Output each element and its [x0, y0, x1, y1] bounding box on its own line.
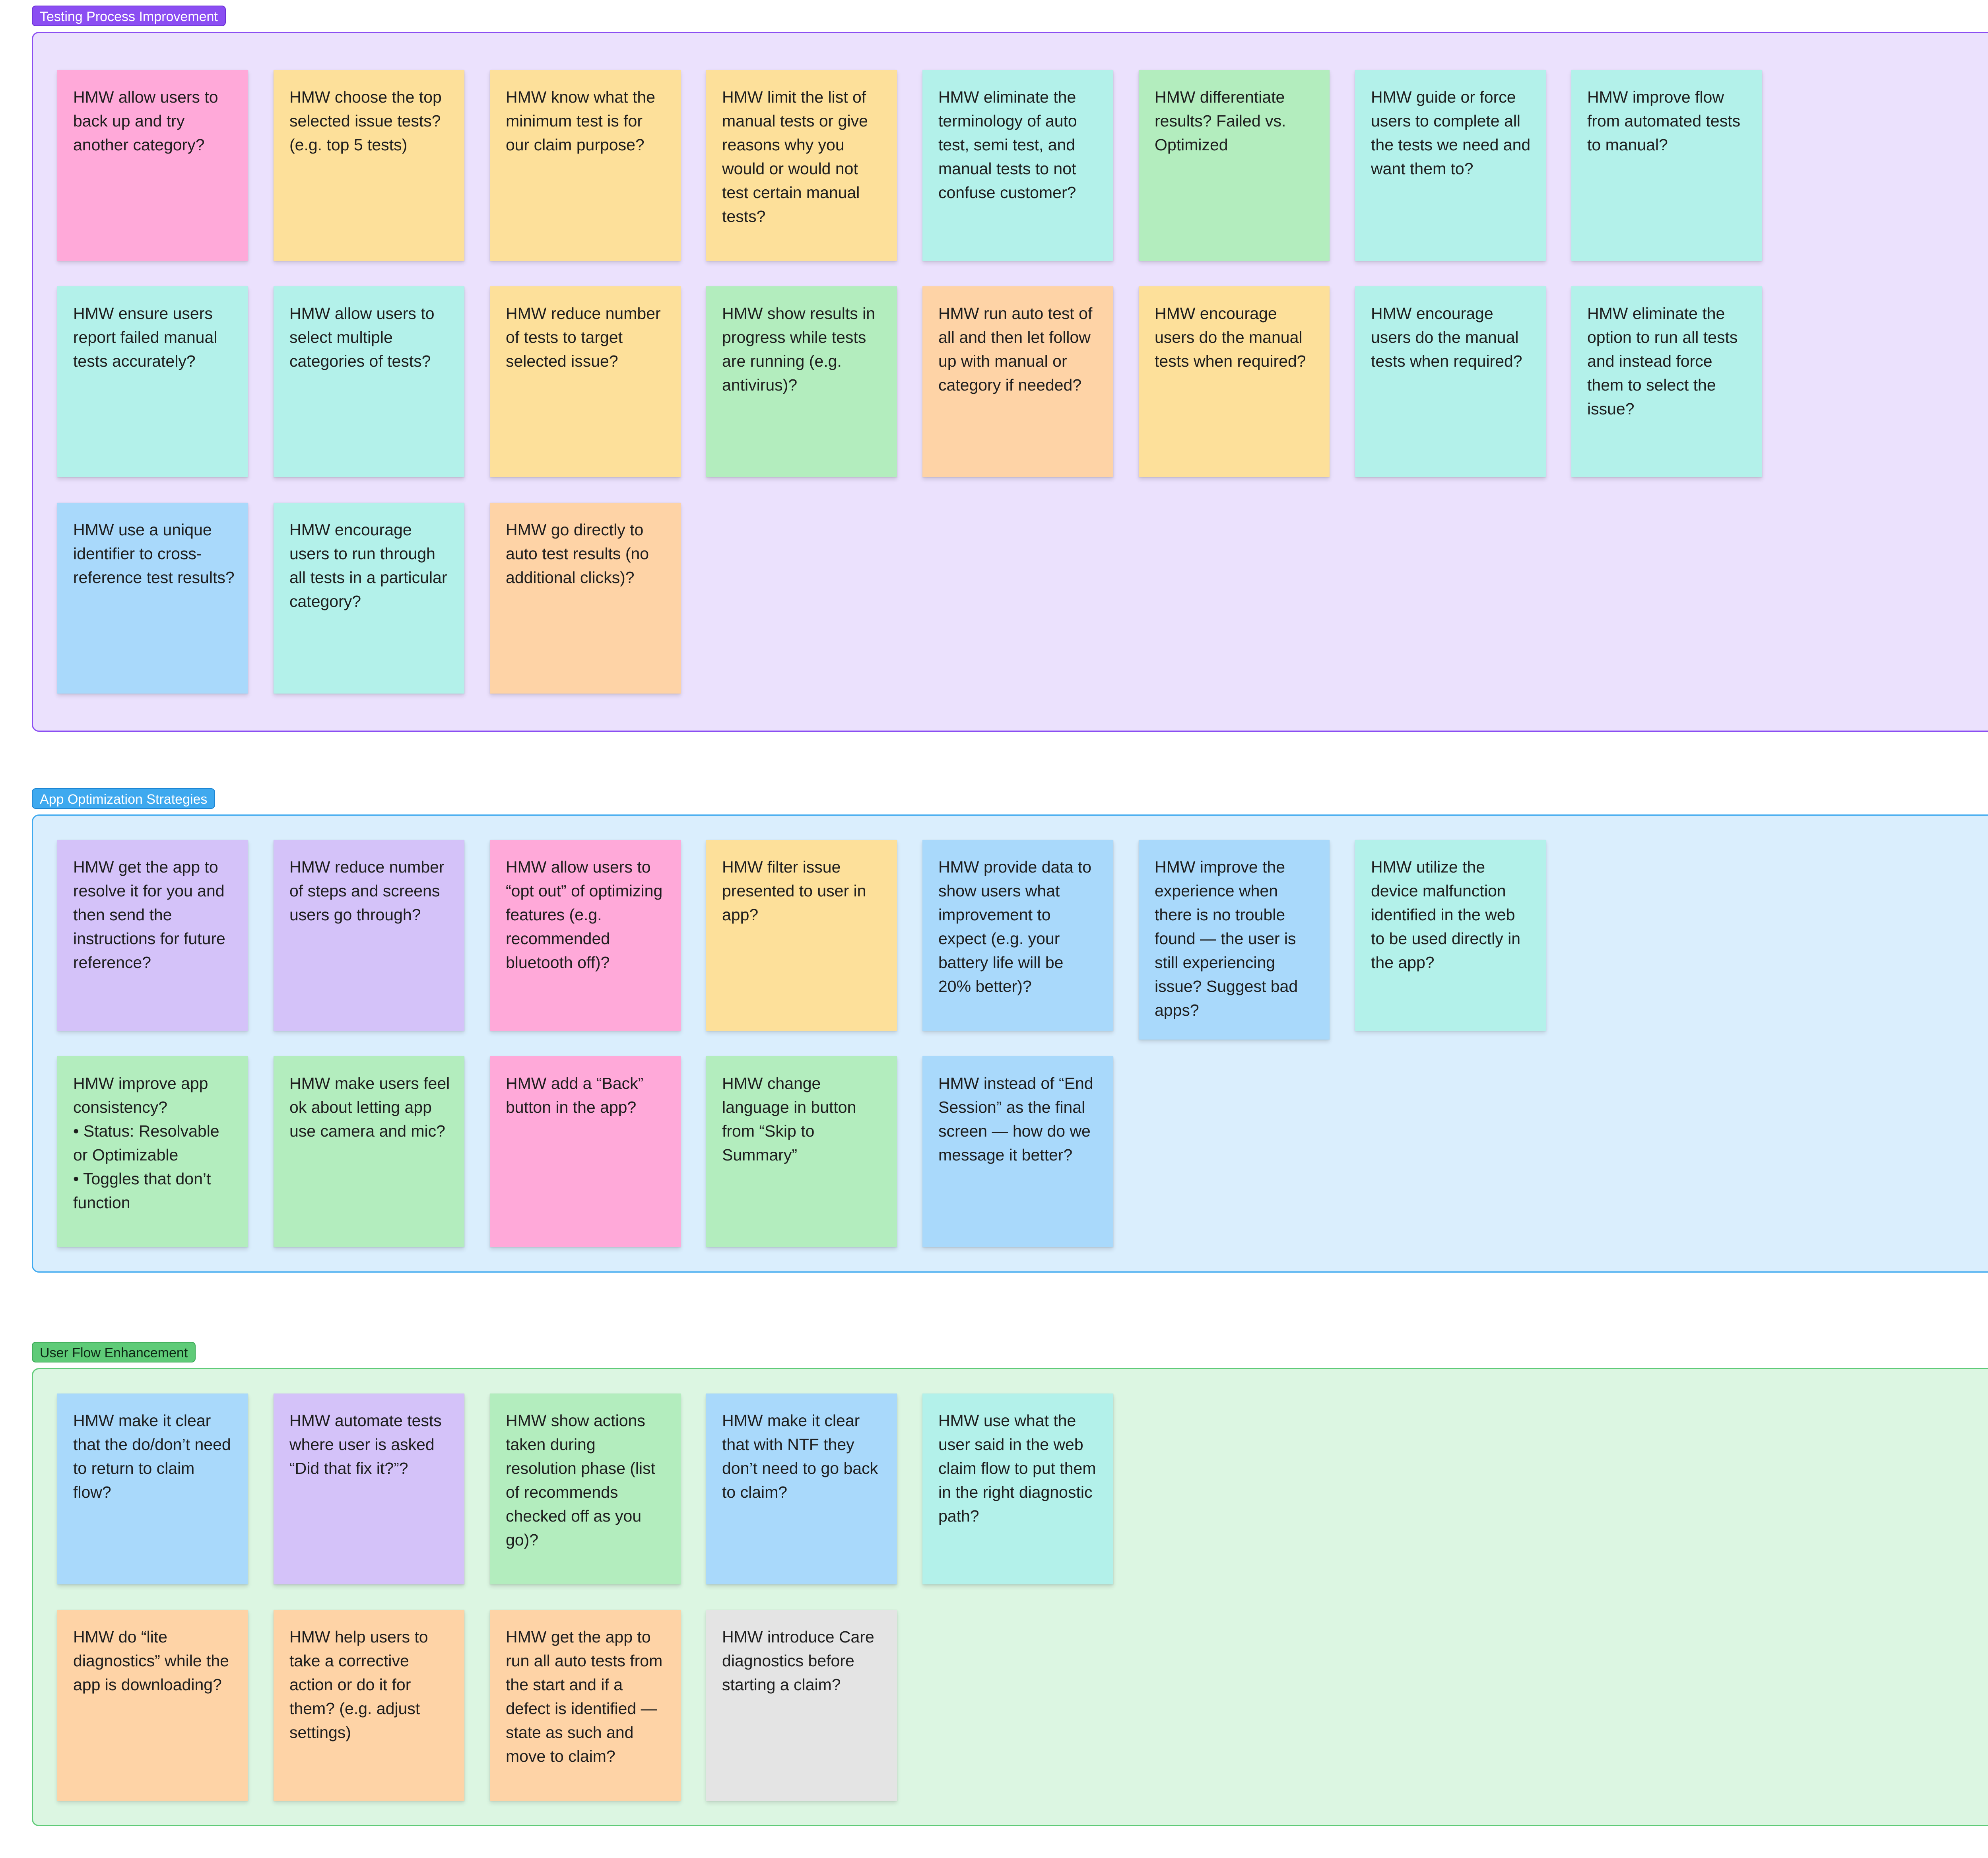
sticky-note[interactable]: HMW go directly to auto test results (no…: [490, 503, 681, 694]
sticky-note[interactable]: HMW automate tests where user is asked “…: [274, 1394, 464, 1584]
sticky-note[interactable]: HMW improve the experience when there is…: [1139, 840, 1330, 1040]
sticky-note[interactable]: HMW make it clear that with NTF they don…: [706, 1394, 897, 1584]
sticky-note[interactable]: HMW eliminate the terminology of auto te…: [922, 70, 1113, 261]
sticky-note[interactable]: HMW choose the top selected issue tests?…: [274, 70, 464, 261]
section-label-app-optimization-strategies[interactable]: App Optimization Strategies: [32, 788, 215, 809]
sticky-note[interactable]: HMW encourage users do the manual tests …: [1139, 286, 1330, 477]
section-label-user-flow-enhancement[interactable]: User Flow Enhancement: [32, 1342, 196, 1362]
sticky-note[interactable]: HMW guide or force users to complete all…: [1355, 70, 1546, 261]
sticky-note[interactable]: HMW eliminate the option to run all test…: [1571, 286, 1762, 477]
sticky-note[interactable]: HMW allow users to select multiple categ…: [274, 286, 464, 477]
sticky-note[interactable]: HMW know what the minimum test is for ou…: [490, 70, 681, 261]
sticky-note[interactable]: HMW allow users to back up and try anoth…: [57, 70, 248, 261]
sticky-note[interactable]: HMW show results in progress while tests…: [706, 286, 897, 477]
sticky-note[interactable]: HMW change language in button from “Skip…: [706, 1056, 897, 1247]
sticky-note[interactable]: HMW make users feel ok about letting app…: [274, 1056, 464, 1247]
sticky-note[interactable]: HMW help users to take a corrective acti…: [274, 1610, 464, 1801]
sticky-note[interactable]: HMW run auto test of all and then let fo…: [922, 286, 1113, 477]
sticky-note[interactable]: HMW make it clear that the do/don’t need…: [57, 1394, 248, 1584]
sticky-note[interactable]: HMW reduce number of steps and screens u…: [274, 840, 464, 1031]
sticky-note[interactable]: HMW get the app to run all auto tests fr…: [490, 1610, 681, 1801]
sticky-note[interactable]: HMW allow users to “opt out” of optimizi…: [490, 840, 681, 1031]
sticky-note[interactable]: HMW encourage users do the manual tests …: [1355, 286, 1546, 477]
sticky-note[interactable]: HMW filter issue presented to user in ap…: [706, 840, 897, 1031]
sticky-note[interactable]: HMW improve flow from automated tests to…: [1571, 70, 1762, 261]
sticky-note[interactable]: HMW ensure users report failed manual te…: [57, 286, 248, 477]
section-label-testing-process-improvement[interactable]: Testing Process Improvement: [32, 6, 226, 26]
sticky-note[interactable]: HMW show actions taken during resolution…: [490, 1394, 681, 1584]
sticky-note[interactable]: HMW introduce Care diagnostics before st…: [706, 1610, 897, 1801]
sticky-note[interactable]: HMW provide data to show users what impr…: [922, 840, 1113, 1031]
sticky-note[interactable]: HMW improve app consistency? • Status: R…: [57, 1056, 248, 1247]
sticky-note[interactable]: HMW differentiate results? Failed vs. Op…: [1139, 70, 1330, 261]
sticky-note[interactable]: HMW use a unique identifier to cross-ref…: [57, 503, 248, 694]
sticky-note[interactable]: HMW do “lite diagnostics” while the app …: [57, 1610, 248, 1801]
sticky-note[interactable]: HMW reduce number of tests to target sel…: [490, 286, 681, 477]
sticky-note[interactable]: HMW encourage users to run through all t…: [274, 503, 464, 694]
sticky-note[interactable]: HMW utilize the device malfunction ident…: [1355, 840, 1546, 1031]
sticky-note[interactable]: HMW limit the list of manual tests or gi…: [706, 70, 897, 261]
sticky-note[interactable]: HMW instead of “End Session” as the fina…: [922, 1056, 1113, 1247]
sticky-note[interactable]: HMW get the app to resolve it for you an…: [57, 840, 248, 1031]
sticky-note[interactable]: HMW use what the user said in the web cl…: [922, 1394, 1113, 1584]
sticky-note[interactable]: HMW add a “Back” button in the app?: [490, 1056, 681, 1247]
